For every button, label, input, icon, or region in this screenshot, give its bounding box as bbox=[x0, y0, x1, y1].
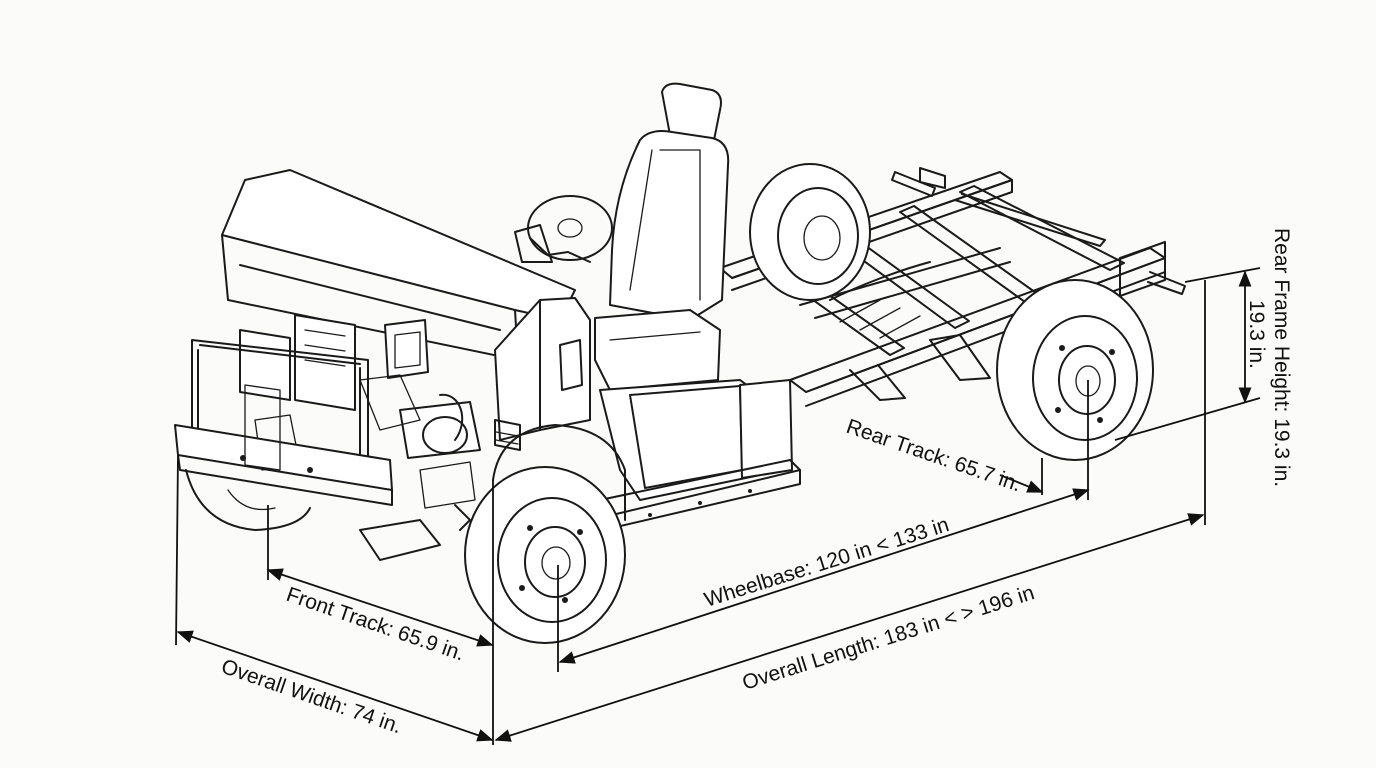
label-rear-frame-height: Rear Frame Height: 19.3 in. bbox=[1270, 228, 1293, 487]
dim-line-wheelbase bbox=[558, 488, 1090, 664]
frame-rails bbox=[719, 167, 1186, 407]
engine-bay bbox=[239, 314, 521, 561]
dim-line-front-track bbox=[266, 568, 494, 647]
dimension-lines bbox=[175, 267, 1261, 745]
wheel-front-right bbox=[464, 424, 626, 644]
floor-pan bbox=[599, 379, 801, 529]
label-overall-width: Overall Width: 74 in. bbox=[218, 655, 404, 738]
label-overall-length: Overall Length: 183 in < > 196 in bbox=[740, 581, 1038, 695]
dim-line-rear-track bbox=[999, 474, 1044, 493]
wheel-front-left bbox=[185, 469, 311, 531]
front-bumper bbox=[174, 339, 393, 506]
driver-seat bbox=[594, 82, 730, 411]
label-front-track: Front Track: 65.9 in. bbox=[283, 583, 467, 666]
firewall bbox=[494, 297, 591, 441]
wheel-rear-right bbox=[996, 279, 1154, 461]
label-rear-track: Rear Track: 65.7 in. bbox=[843, 415, 1024, 496]
label-rear-frame-height-value: 19.3 in. bbox=[1245, 300, 1268, 369]
label-wheelbase: Wheelbase: 120 in < 133 in bbox=[702, 513, 952, 612]
dim-line-overall-width bbox=[176, 630, 494, 742]
steering-wheel bbox=[514, 195, 613, 263]
wheel-rear-left bbox=[749, 163, 871, 301]
